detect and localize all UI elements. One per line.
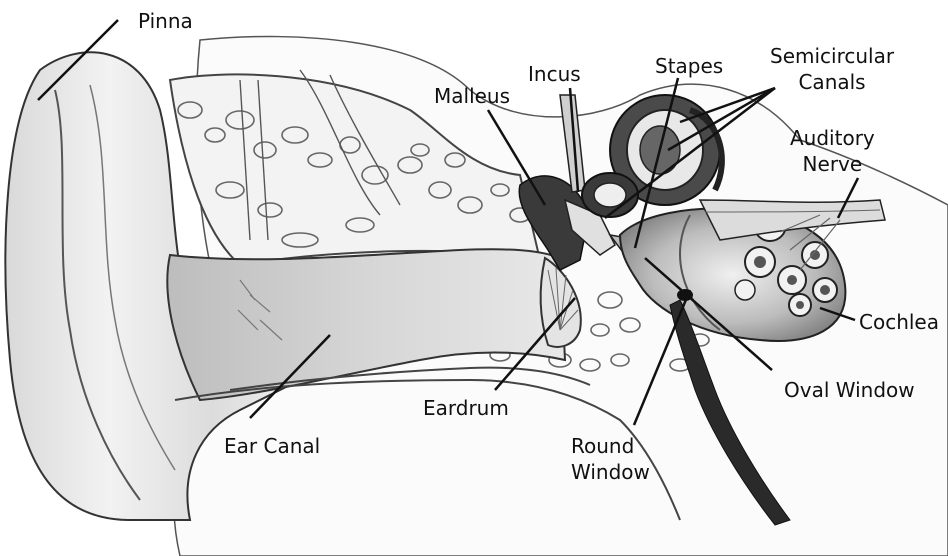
label-round-window: Round Window <box>571 433 650 485</box>
label-round-line-2: Window <box>571 459 650 485</box>
label-auditory-nerve: Auditory Nerve <box>790 125 875 177</box>
label-stapes: Stapes <box>655 53 723 79</box>
label-semicircular-canals: Semicircular Canals <box>770 43 894 95</box>
label-round-line-1: Round <box>571 433 650 459</box>
label-semicircular-line-1: Semicircular <box>770 43 894 69</box>
label-auditory-line-1: Auditory <box>790 125 875 151</box>
label-malleus: Malleus <box>434 83 510 109</box>
label-oval-window: Oval Window <box>784 377 915 403</box>
label-cochlea: Cochlea <box>859 309 939 335</box>
label-pinna: Pinna <box>138 8 193 34</box>
label-auditory-line-2: Nerve <box>790 151 875 177</box>
label-ear-canal: Ear Canal <box>224 433 320 459</box>
label-incus: Incus <box>528 61 581 87</box>
label-semicircular-line-2: Canals <box>770 69 894 95</box>
label-eardrum: Eardrum <box>423 395 509 421</box>
